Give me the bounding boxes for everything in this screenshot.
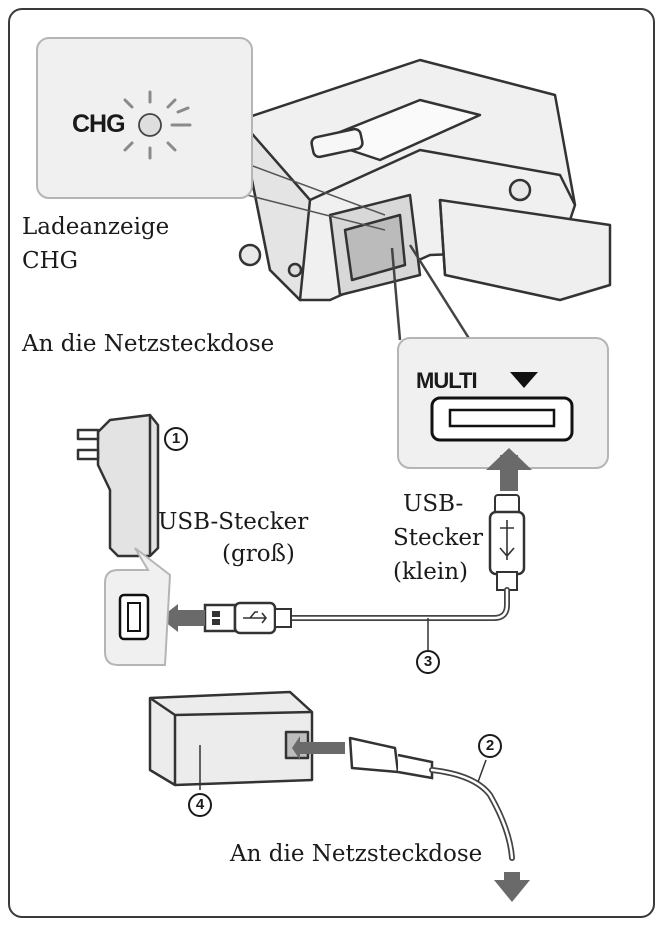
charge-lamp-label-line1: Ladeanzeige <box>22 214 170 240</box>
wall-plug-adapter <box>76 413 160 558</box>
led-blink-rays <box>123 90 192 160</box>
usb-cable <box>287 587 510 621</box>
power-cord <box>292 736 530 902</box>
usb-small-label-line1: USB- <box>403 491 464 517</box>
multi-triangle-icon <box>510 372 538 388</box>
ac-adapter <box>148 690 314 790</box>
usb-small-label-line3: (klein) <box>393 559 469 585</box>
callout-2-power-cord: 2 <box>478 734 502 758</box>
callout-4-ac-adapter: 4 <box>188 793 212 817</box>
charge-lamp-label-line2: CHG <box>22 248 79 274</box>
chg-led-label: CHG <box>72 110 126 138</box>
usb-small-label-line2: Stecker <box>393 525 484 551</box>
usb-large-label-line1: USB-Stecker <box>158 509 309 535</box>
callout-3-usb-cable: 3 <box>416 650 440 674</box>
multi-zoom-callout <box>390 244 609 469</box>
camera-illustration <box>238 58 612 302</box>
chg-zoom-callout <box>36 37 386 231</box>
chg-led <box>138 113 162 137</box>
usb-socket-callout <box>104 547 172 666</box>
to-outlet-label-top: An die Netzsteckdose <box>22 331 275 357</box>
down-arrow-icon <box>494 872 530 902</box>
multi-terminal-label: MULTI <box>416 368 478 393</box>
left-arrow-icon <box>160 604 205 632</box>
usb-large-label-line2: (groß) <box>222 541 295 567</box>
usb-micro-plug <box>486 448 532 591</box>
to-outlet-label-bottom: An die Netzsteckdose <box>230 841 483 867</box>
usb-a-plug <box>160 601 292 635</box>
callout-1-ac-adapter-plug: 1 <box>164 427 188 451</box>
